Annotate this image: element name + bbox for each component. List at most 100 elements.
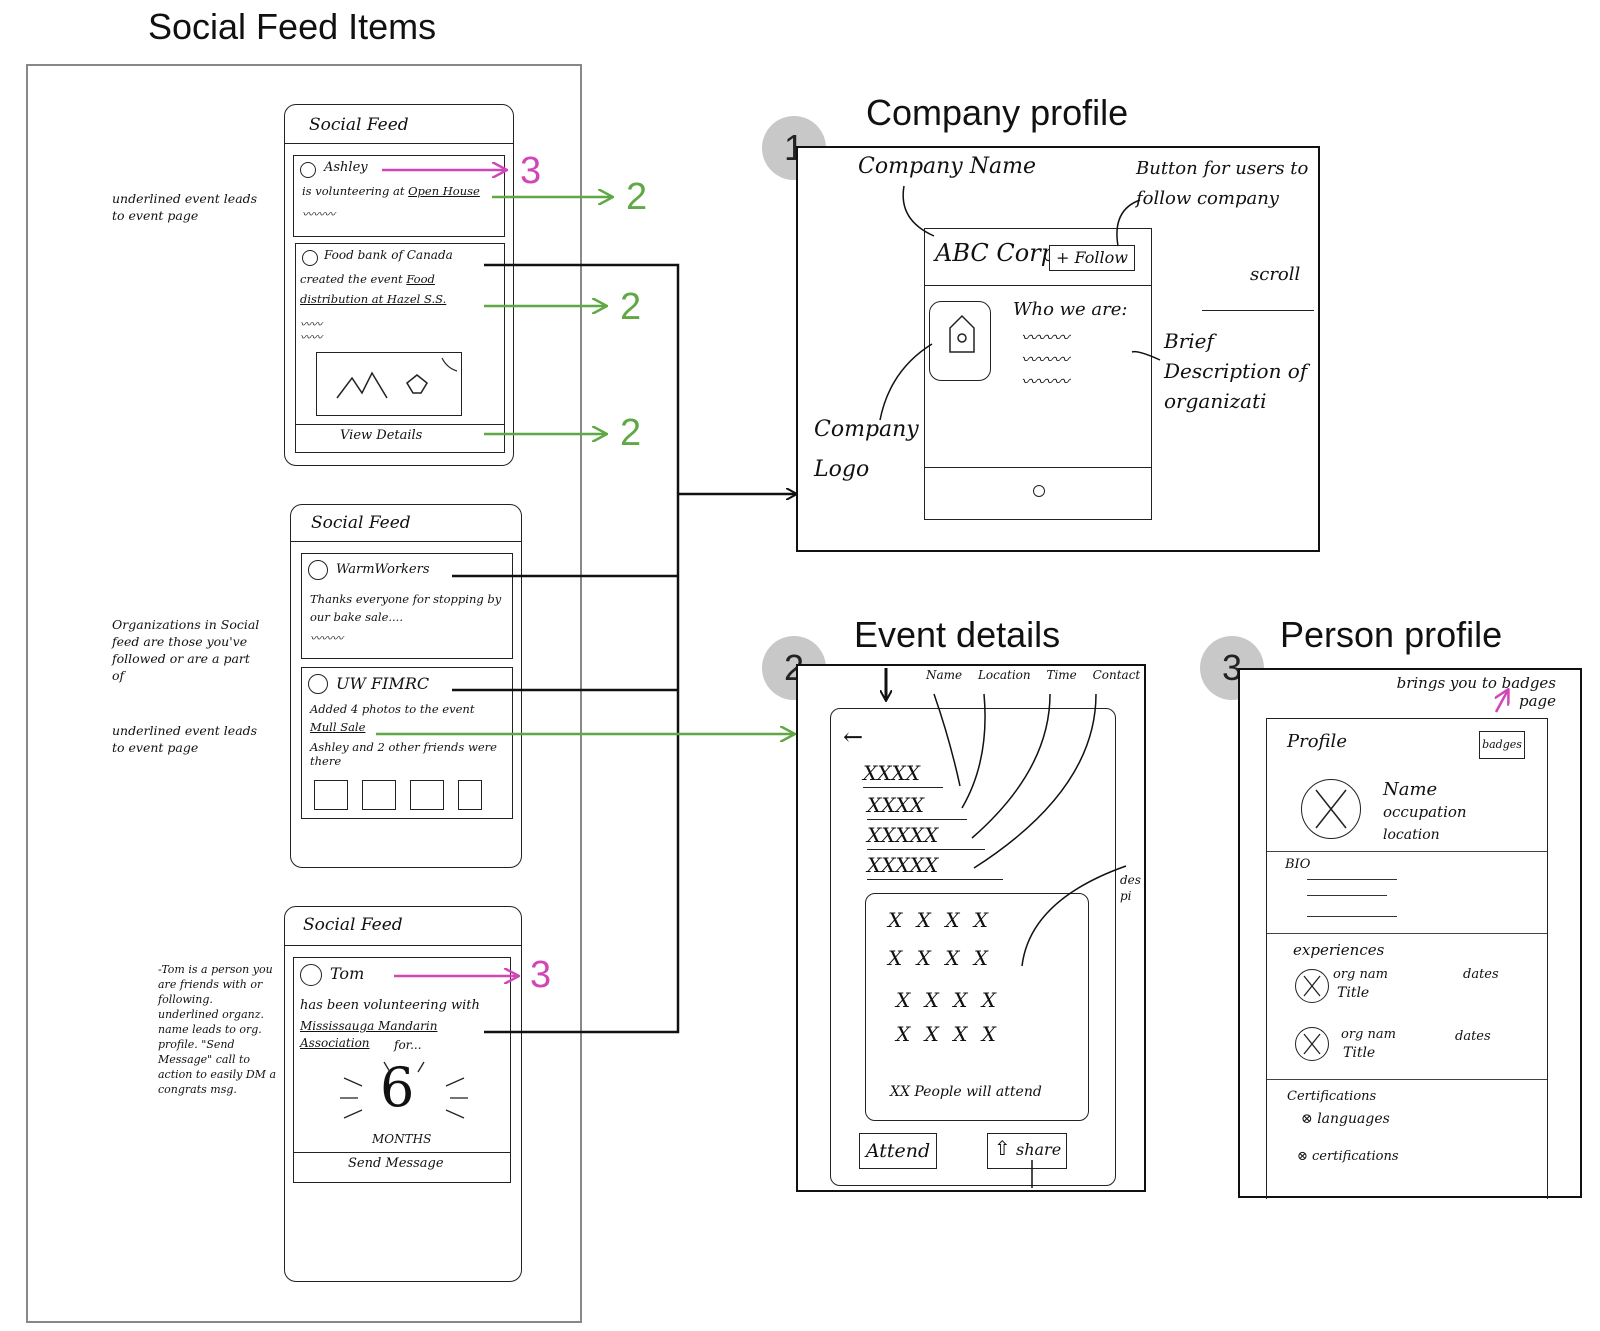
photo-thumb	[410, 780, 444, 810]
desc-row: X X X X	[896, 988, 997, 1012]
feed3-post-tom: Tom has been volunteering with Mississau…	[293, 957, 511, 1183]
feed2-phone: Social Feed WarmWorkers Thanks everyone …	[290, 504, 522, 868]
note-badges-page: brings you to badges page	[1396, 674, 1556, 710]
event-link-mull-sale[interactable]: Mull Sale	[310, 720, 366, 734]
org-logo-placeholder	[1295, 969, 1329, 1003]
org-x-icon	[1303, 975, 1321, 997]
months-label: MONTHS	[372, 1132, 432, 1146]
post-text-for: for...	[394, 1038, 422, 1052]
languages-label: languages	[1317, 1111, 1390, 1127]
post-text: Added 4 photos to the event	[310, 702, 475, 716]
section-divider	[1267, 851, 1547, 852]
event-link-distribution[interactable]: distribution at Hazel S.S.	[300, 292, 447, 306]
person-name: Name	[1383, 779, 1438, 800]
post-text: has been volunteering with	[300, 998, 480, 1013]
attendance-count: XX People will attend	[890, 1084, 1042, 1100]
view-details-button[interactable]: View Details	[340, 428, 423, 443]
note-organizations: Organizations in Social feed are those y…	[112, 617, 260, 683]
view-details-divider	[296, 424, 504, 425]
home-button[interactable]	[1033, 485, 1045, 497]
post-author[interactable]: UW FIMRC	[336, 674, 430, 693]
label-event-2: 2	[620, 412, 642, 454]
squiggle-text: 〰〰〰	[310, 632, 343, 645]
avatar	[300, 162, 316, 178]
send-message-button[interactable]: Send Message	[348, 1156, 444, 1171]
event-location: XXXX	[867, 793, 967, 820]
org-logo-placeholder	[1295, 1027, 1329, 1061]
exp2-org: org nam	[1341, 1027, 1396, 1042]
event-contact: XXXXX	[867, 853, 1003, 880]
org-x-icon	[1303, 1033, 1321, 1055]
person-link-tom[interactable]: Tom	[330, 964, 365, 983]
photo-thumb	[458, 780, 482, 810]
event-time: XXXXX	[867, 823, 985, 850]
exp2-dates: dates	[1455, 1029, 1491, 1044]
months-number: 6	[380, 1056, 415, 1119]
person-profile-frame: brings you to badges page Profile badges…	[1238, 668, 1582, 1199]
share-label: share	[1016, 1140, 1062, 1159]
profile-label: Profile	[1287, 731, 1347, 752]
who-we-are: Who we are:	[1013, 299, 1128, 320]
note-underlined-event-2: underlined event leads to event page	[112, 723, 258, 755]
post-text-body: created the event	[300, 272, 403, 286]
scroll-note: scroll	[1250, 264, 1301, 285]
exp1-dates: dates	[1463, 967, 1499, 982]
desc-row: X X X X	[888, 946, 989, 970]
photo-thumb	[314, 780, 348, 810]
person-occupation: occupation	[1383, 803, 1467, 821]
feed2-header-divider	[291, 541, 521, 542]
feed2-header: Social Feed	[311, 513, 411, 533]
profile-phone: Profile badges Name occupation location …	[1266, 718, 1548, 1199]
avatar-placeholder	[1301, 779, 1361, 839]
event-link-food[interactable]: Food	[406, 272, 435, 286]
label-person-3: 3	[530, 954, 552, 996]
squiggle-text: 〰〰〰〰	[300, 318, 322, 344]
feed1-header: Social Feed	[309, 115, 409, 135]
label-event-2: 2	[626, 176, 648, 218]
feed3-header: Social Feed	[303, 915, 403, 935]
attend-button[interactable]: Attend	[859, 1133, 937, 1169]
company-logo	[929, 301, 991, 381]
section-divider	[1267, 933, 1547, 934]
event-link-open-house[interactable]: Open House	[408, 184, 480, 198]
experiences-label: experiences	[1293, 941, 1385, 959]
image-sketch	[336, 357, 458, 399]
note-company-name: Company Name	[858, 154, 1036, 179]
org-link-mississauga[interactable]: Mississauga Mandarin Association	[300, 1019, 438, 1050]
feed1-post-foodbank: Food bank of Canada created the event Fo…	[295, 243, 505, 453]
section-divider	[1267, 1079, 1547, 1080]
bio-lines	[1307, 879, 1397, 917]
languages-item: ⊗ languages	[1301, 1111, 1390, 1127]
avatar	[300, 964, 322, 986]
note-follow-button: Button for users to follow company	[1136, 158, 1309, 209]
feed3-phone: Social Feed Tom has been volunteering wi…	[284, 906, 522, 1282]
squiggle-text: 〰〰〰	[302, 208, 335, 221]
friends-text: Ashley and 2 other friends were there	[310, 740, 497, 768]
post-author[interactable]: Food bank of Canada	[324, 248, 453, 262]
event-phone: ← XXXX XXXX XXXXX XXXXX X X X X X X X X …	[830, 708, 1116, 1186]
logo-icon	[949, 314, 975, 353]
post-image	[316, 352, 462, 416]
photo-thumb	[362, 780, 396, 810]
certifications-item: ⊗ certifications	[1297, 1149, 1399, 1164]
event-details-title: Event details	[854, 614, 1061, 655]
follow-button[interactable]: + Follow	[1049, 245, 1135, 271]
certifications-label: certifications	[1312, 1149, 1399, 1164]
exp2-title: Title	[1343, 1045, 1376, 1061]
company-phone: ABC Corp. + Follow Who we are: 〰〰〰〰〰〰〰〰〰	[924, 228, 1152, 520]
side-note: des pi	[1120, 873, 1141, 903]
back-arrow-icon[interactable]: ←	[843, 723, 864, 751]
share-button[interactable]: ⇧ share	[987, 1133, 1067, 1169]
send-message-divider	[294, 1152, 510, 1153]
feed3-header-divider	[285, 945, 521, 946]
post-author[interactable]: Ashley	[324, 160, 368, 175]
exp1-title: Title	[1337, 985, 1370, 1001]
badges-button[interactable]: badges	[1479, 731, 1525, 759]
post-text: created the event Food	[300, 272, 435, 286]
note-tom: -Tom is a person you are friends with or…	[158, 963, 276, 1096]
avatar	[308, 560, 328, 580]
post-author[interactable]: WarmWorkers	[336, 562, 430, 577]
feed2-post-uwfimrc: UW FIMRC Added 4 photos to the event Mul…	[301, 667, 513, 819]
feed1-post-ashley: Ashley is volunteering at Open House 〰〰〰	[293, 155, 505, 237]
header-divider	[925, 285, 1151, 286]
